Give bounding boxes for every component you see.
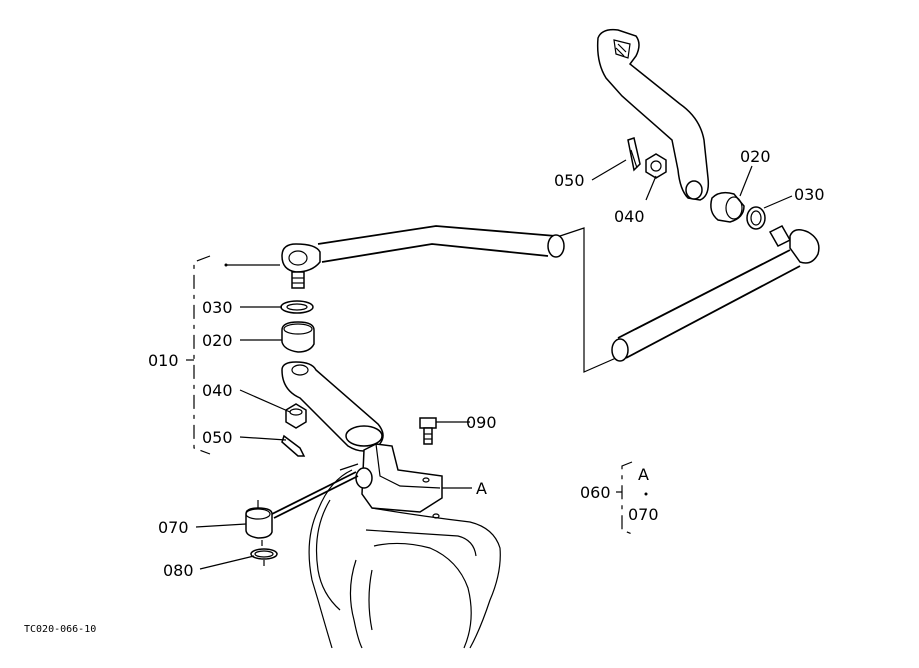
o-ring xyxy=(250,548,278,566)
housing-bracket xyxy=(355,443,443,519)
label-010: 010 xyxy=(148,351,179,370)
pedal-arm xyxy=(596,28,710,201)
label-ref-070: 070 xyxy=(628,505,659,524)
hatch-band xyxy=(271,463,359,519)
bushing xyxy=(245,500,273,546)
group-bracket-010 xyxy=(193,255,211,455)
label-060: 060 xyxy=(580,483,611,502)
label-040-right: 040 xyxy=(614,207,645,226)
label-ref-A: A xyxy=(638,465,649,484)
cotter-pin-left xyxy=(281,434,306,457)
leader-lines xyxy=(195,159,793,570)
label-030-right: 030 xyxy=(794,185,825,204)
label-020-left: 020 xyxy=(202,331,233,350)
transmission-housing xyxy=(308,469,501,649)
boot-right xyxy=(710,191,745,223)
drawing-id: TC020-066-10 xyxy=(24,624,96,635)
label-050-right: 050 xyxy=(554,171,585,190)
ball-joint-right xyxy=(768,225,820,264)
clip-ring-right xyxy=(746,206,766,230)
boot-left xyxy=(281,321,315,353)
label-070: 070 xyxy=(158,518,189,537)
label-020-right: 020 xyxy=(740,147,771,166)
label-080: 080 xyxy=(163,561,194,580)
lever-arm-left xyxy=(281,361,384,452)
cotter-pin-right xyxy=(627,137,641,172)
label-040-left: 040 xyxy=(202,381,233,400)
label-090: 090 xyxy=(466,413,497,432)
nut-left xyxy=(285,403,307,429)
nut-right xyxy=(645,153,667,179)
clip-ring-left xyxy=(280,300,314,314)
group-bracket-060 xyxy=(621,461,633,535)
linkage-rod xyxy=(317,225,801,373)
label-A: A xyxy=(476,479,487,498)
bolt xyxy=(419,417,437,445)
label-030-left: 030 xyxy=(202,298,233,317)
label-050-left: 050 xyxy=(202,428,233,447)
ball-joint-left xyxy=(281,243,321,289)
